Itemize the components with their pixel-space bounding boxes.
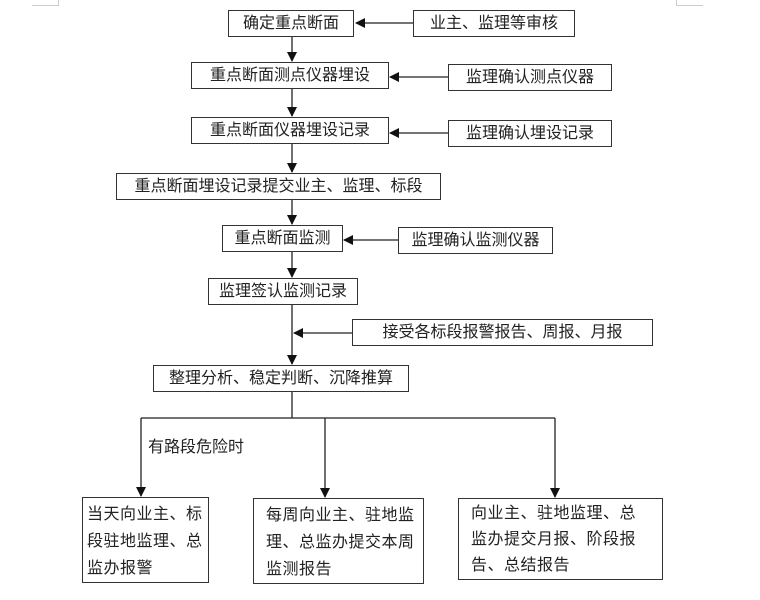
node-instrument-installation: 重点断面测点仪器埋设 (191, 62, 389, 89)
branch-condition-label: 有路段危险时 (148, 437, 245, 456)
node-supervisor-sign-record: 监理签认监测记录 (208, 278, 358, 305)
node-installation-record: 重点断面仪器埋设记录 (191, 117, 389, 144)
output-daily-alarm: 当天向业主、标段驻地监理、总监办报警 (82, 497, 209, 583)
node-analysis: 整理分析、稳定判断、沉降推算 (153, 365, 409, 392)
input-receive-reports: 接受各标段报警报告、周报、月报 (352, 319, 653, 346)
page-corner-mark-right (676, 0, 703, 6)
input-confirm-installation-record: 监理确认埋设记录 (448, 120, 612, 147)
page-corner-mark-left (32, 0, 59, 6)
input-owner-supervisor-review: 业主、监理等审核 (413, 10, 575, 37)
output-weekly-report: 每周向业主、驻地监理、总监办提交本周监测报告 (253, 498, 424, 584)
input-confirm-monitoring-instruments: 监理确认监测仪器 (398, 227, 553, 254)
input-confirm-instruments: 监理确认测点仪器 (448, 64, 612, 91)
node-key-section-monitoring: 重点断面监测 (222, 225, 343, 252)
node-submit-record: 重点断面埋设记录提交业主、监理、标段 (116, 173, 441, 200)
node-determine-key-section: 确定重点断面 (228, 10, 354, 37)
output-monthly-report: 向业主、驻地监理、总监办提交月报、阶段报告、总结报告 (458, 498, 663, 580)
